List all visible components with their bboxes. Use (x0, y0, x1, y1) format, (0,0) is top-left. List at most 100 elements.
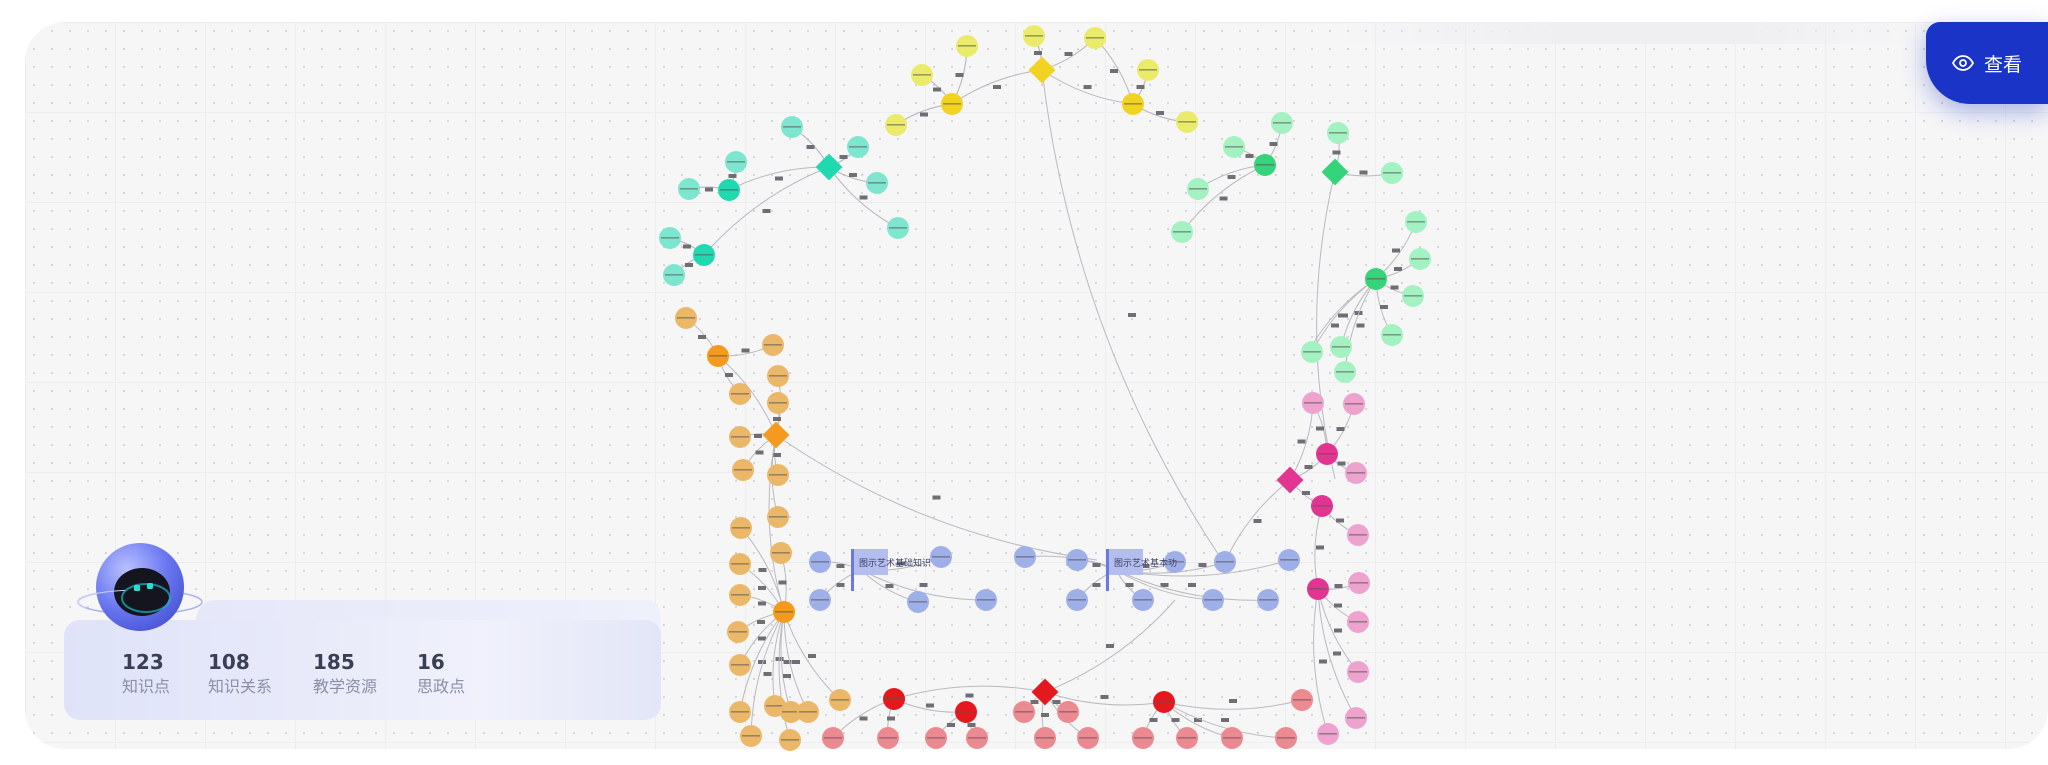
edge-label (1316, 545, 1324, 550)
edge-label (1100, 695, 1109, 699)
node-label (1079, 737, 1097, 739)
node-label (732, 527, 750, 529)
node-label (661, 237, 679, 239)
node-label (1350, 582, 1368, 584)
node-label (957, 711, 975, 713)
node-label (769, 474, 787, 476)
edge-label (1359, 170, 1368, 175)
canvas-top-fade (1325, 22, 1925, 44)
node-label (1225, 146, 1243, 148)
node-label (742, 735, 760, 737)
node-label (1139, 69, 1157, 71)
node-label (799, 711, 817, 713)
node-label (766, 705, 784, 707)
edge-label (1064, 52, 1073, 56)
edge-label (1392, 248, 1400, 253)
graph-edge (1044, 691, 1165, 706)
edge-label (1125, 583, 1134, 587)
node-label (811, 599, 829, 601)
stat-value: 16 (417, 650, 445, 674)
node-label (734, 469, 752, 471)
graph-edge (739, 611, 785, 713)
pink-hub-node[interactable] (1276, 466, 1304, 494)
edge-label (859, 195, 868, 200)
node-label (731, 563, 749, 565)
graph-edge (768, 434, 785, 613)
edge-label (758, 660, 766, 664)
edge-label (1198, 563, 1207, 567)
edge-label (778, 580, 787, 585)
graph-edge (1313, 588, 1329, 735)
edge-label (955, 73, 964, 77)
edge-label (758, 601, 766, 606)
edge-label (836, 564, 845, 568)
edge-label (1229, 699, 1237, 703)
node-label (1086, 37, 1104, 39)
edge-label (1394, 267, 1402, 271)
edge-label (965, 693, 974, 698)
node-label (727, 161, 745, 163)
graph-edge (1115, 569, 1214, 601)
node-label (1280, 559, 1298, 561)
node-label (731, 436, 749, 438)
yellow-hub-node[interactable] (1028, 56, 1056, 84)
graph-edge (1044, 599, 1176, 693)
node-label (977, 599, 995, 601)
node-label (868, 182, 886, 184)
edge-label (1030, 700, 1039, 704)
graph-edges (669, 35, 1421, 741)
node-label (913, 74, 931, 76)
edge-label (1052, 700, 1061, 704)
node-label (968, 737, 986, 739)
graph-nodes[interactable]: 图示艺术基础知识 图示艺术基本功 (659, 25, 1431, 751)
edge-label (783, 674, 791, 678)
edge-label (1269, 142, 1278, 146)
node-label (927, 737, 945, 739)
stat-label: 知识点 (122, 677, 171, 696)
edge-label (1245, 154, 1254, 158)
red-hub-node[interactable] (1031, 678, 1059, 706)
node-label (665, 274, 683, 276)
edge-label (758, 636, 766, 641)
node-label (720, 189, 738, 191)
node-label (887, 124, 905, 126)
node-label (1068, 559, 1086, 561)
node-label (1277, 737, 1295, 739)
edge-label (754, 434, 762, 438)
teal-hub-node[interactable] (815, 153, 843, 181)
node-label (1349, 671, 1367, 673)
edge-label (1390, 285, 1399, 290)
edge-label (758, 568, 767, 572)
edge-label (773, 417, 781, 421)
edge-label (920, 112, 928, 117)
edge-label (685, 263, 693, 267)
graph-edge (1115, 569, 1269, 601)
edge-label (1304, 465, 1313, 469)
edge-label (775, 176, 783, 181)
green-hub-node[interactable] (1321, 158, 1349, 186)
graph-edge (783, 611, 809, 713)
node-label (1173, 231, 1191, 233)
edge-label (836, 583, 845, 587)
node-label (1025, 35, 1043, 37)
edge-label (698, 335, 706, 339)
node-label (932, 556, 950, 558)
blue-hub-flag[interactable]: 图示艺术基本功 (1106, 549, 1177, 591)
edge-label (1380, 305, 1388, 309)
view-button[interactable]: 查看 (1926, 22, 2048, 104)
edge-label (1194, 718, 1202, 722)
node-label (769, 375, 787, 377)
node-label (1216, 561, 1234, 563)
orange-hub-node[interactable] (762, 421, 790, 449)
node-label (731, 664, 749, 666)
edge-label (683, 244, 691, 249)
blue-hub-flag[interactable]: 图示艺术基础知识 (851, 549, 931, 591)
node-label (824, 737, 842, 739)
edge-label (1253, 519, 1262, 523)
edge-label (1141, 564, 1150, 568)
graph-edge (750, 611, 785, 737)
edge-label (705, 187, 713, 192)
node-label (1293, 699, 1311, 701)
stat-ideology-points: 16 思政点 (417, 650, 465, 698)
